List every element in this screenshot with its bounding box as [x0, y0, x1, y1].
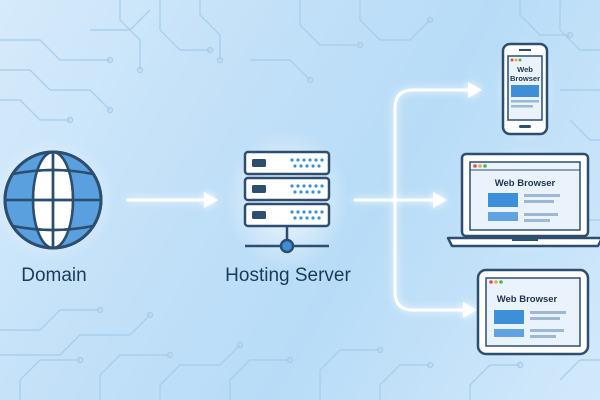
- arrow-head-server: [204, 192, 218, 208]
- phone-screen-line2: Browser: [510, 74, 540, 83]
- connector-lines: [126, 88, 472, 312]
- laptop-screen-title: Web Browser: [495, 178, 556, 189]
- server-icon: [225, 130, 349, 270]
- arrow-head-phone: [468, 82, 482, 98]
- circuit-nodes: [66, 16, 574, 369]
- phone-icon: Web Browser: [495, 36, 555, 144]
- phone-screen-line1: Web: [517, 65, 533, 74]
- arrow-to-phone: [393, 88, 472, 202]
- laptop-icon: Web Browser: [446, 145, 600, 255]
- arrow-head-laptop: [433, 192, 447, 208]
- tablet-screen-title: Web Browser: [497, 294, 558, 305]
- arrow-to-tablet: [393, 198, 467, 312]
- arrow-heads: [204, 82, 482, 318]
- hosting-server-label: Hosting Server: [225, 265, 351, 286]
- globe-icon: [0, 138, 115, 262]
- tablet-icon: Web Browser: [470, 262, 596, 362]
- domain-label: Domain: [21, 265, 87, 286]
